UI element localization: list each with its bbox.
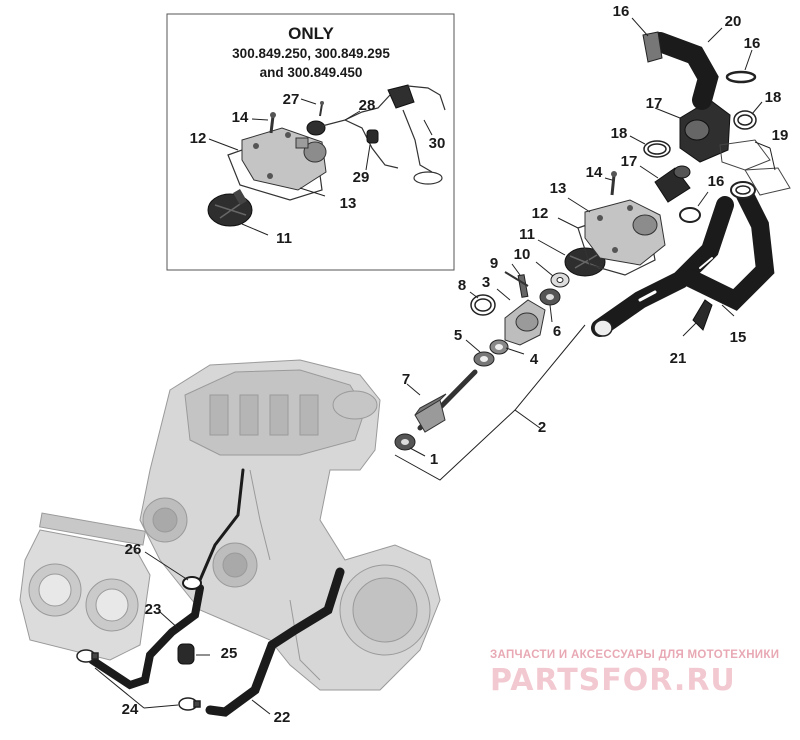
plug-25 xyxy=(177,643,195,665)
clamp-24-right xyxy=(178,697,201,711)
callout-16-top-right: 16 xyxy=(744,35,761,52)
seal-1 xyxy=(394,433,416,451)
callout-18-right: 18 xyxy=(765,89,782,106)
callouts: 16 20 16 17 18 18 19 17 14 16 13 12 11 9… xyxy=(122,3,789,726)
callout-5: 5 xyxy=(454,327,462,344)
callout-23: 23 xyxy=(145,601,162,618)
hose-26-fitting xyxy=(182,468,245,590)
callout-12-inset: 12 xyxy=(190,130,207,147)
callout-20: 20 xyxy=(725,13,742,30)
callout-1: 1 xyxy=(430,451,438,468)
inset-harness-30 xyxy=(402,109,443,185)
callout-27: 27 xyxy=(283,91,300,108)
inset-line-2: and 300.849.450 xyxy=(260,65,363,80)
fitting-16-top xyxy=(642,31,663,63)
bearing-5 xyxy=(473,351,495,367)
inset-screw-27 xyxy=(319,101,324,117)
inset-box: ONLY 300.849.250, 300.849.295 and 300.84… xyxy=(166,13,455,271)
hose-22 xyxy=(205,567,345,717)
watermark-tagline: ЗАПЧАСТИ И АКСЕССУАРЫ ДЛЯ МОТОТЕХНИКИ xyxy=(490,649,779,661)
inset-title: ONLY xyxy=(288,24,334,43)
callout-14: 14 xyxy=(586,164,603,181)
inset-cover-13 xyxy=(241,127,327,191)
watermark-logo: PARTSFOR.RU xyxy=(490,663,736,698)
clamp-16-mid xyxy=(679,207,701,223)
callout-4: 4 xyxy=(530,351,539,368)
hose-20 xyxy=(650,32,719,110)
throttle-bodies xyxy=(19,512,151,661)
callout-6: 6 xyxy=(553,323,561,340)
leader-lines xyxy=(94,17,776,715)
inset-line-1: 300.849.250, 300.849.295 xyxy=(232,46,390,61)
callout-15: 15 xyxy=(730,329,747,346)
callout-22: 22 xyxy=(274,709,291,726)
callout-16-top-left: 16 xyxy=(613,3,630,20)
callout-17-upper: 17 xyxy=(646,95,663,112)
housing-3 xyxy=(504,274,546,346)
callout-21: 21 xyxy=(670,350,687,367)
callout-10: 10 xyxy=(514,246,531,263)
callout-24: 24 xyxy=(122,701,139,718)
inset-impeller-11 xyxy=(207,188,253,227)
ring-18-right xyxy=(733,110,757,130)
bearing-4 xyxy=(489,339,509,355)
shaft-7 xyxy=(414,369,478,433)
screw-14 xyxy=(610,171,617,196)
callout-11-inset: 11 xyxy=(276,230,292,247)
watermark: ЗАПЧАСТИ И АКСЕССУАРЫ ДЛЯ МОТОТЕХНИКИ PA… xyxy=(490,649,779,698)
pin-9 xyxy=(504,271,529,287)
engine-block xyxy=(139,359,441,691)
callout-26: 26 xyxy=(125,541,142,558)
clamp-24-left xyxy=(76,649,99,663)
callout-18-left: 18 xyxy=(611,125,628,142)
hose-15 xyxy=(591,181,775,337)
callout-16-mid: 16 xyxy=(708,173,725,190)
inset-plug xyxy=(387,84,446,111)
gasket-19 xyxy=(719,139,791,196)
inset-connector-29 xyxy=(366,129,379,144)
callout-12: 12 xyxy=(532,205,549,222)
washer-10 xyxy=(550,272,570,288)
connector-17-lower xyxy=(654,165,691,203)
callout-30: 30 xyxy=(429,135,446,152)
callout-11: 11 xyxy=(519,226,535,243)
callout-14-inset: 14 xyxy=(232,109,249,126)
oring-8 xyxy=(470,294,496,316)
hose-23 xyxy=(88,584,204,690)
cover-13 xyxy=(584,199,666,266)
callout-19: 19 xyxy=(772,127,789,144)
callout-25: 25 xyxy=(221,645,238,662)
inset-screw-14 xyxy=(269,112,276,134)
callout-3: 3 xyxy=(482,274,490,291)
clamp-16-top xyxy=(725,70,757,84)
callout-8: 8 xyxy=(458,277,466,294)
callout-7: 7 xyxy=(402,371,410,388)
callout-13: 13 xyxy=(550,180,567,197)
callout-13-inset: 13 xyxy=(340,195,357,212)
callout-29: 29 xyxy=(353,169,370,186)
callout-17-lower: 17 xyxy=(621,153,638,170)
callout-9: 9 xyxy=(490,255,498,272)
ring-18-left xyxy=(643,140,671,158)
callout-28: 28 xyxy=(359,97,376,114)
bracket-21 xyxy=(692,299,713,331)
callout-2: 2 xyxy=(538,419,546,436)
seal-6 xyxy=(539,288,561,306)
